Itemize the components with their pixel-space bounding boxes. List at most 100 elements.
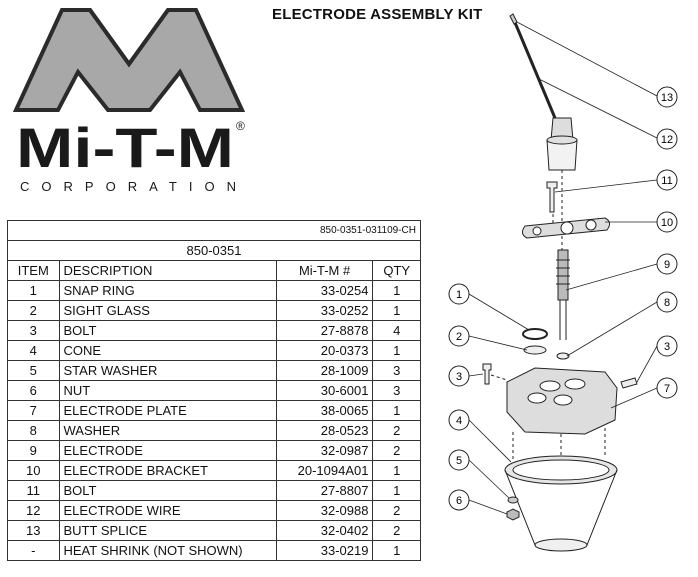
- row-part-number: 33-0219: [275, 540, 374, 561]
- nut-drawing: [506, 508, 520, 521]
- row-qty: 2: [372, 520, 421, 541]
- svg-text:4: 4: [456, 415, 462, 427]
- row-part-number: 30-6001: [275, 380, 374, 401]
- callout-4: 4: [448, 409, 470, 431]
- callout-8: 8: [656, 291, 678, 313]
- svg-text:10: 10: [661, 217, 673, 229]
- svg-text:11: 11: [661, 175, 672, 187]
- logo-tagline: CORPORATION: [20, 179, 236, 194]
- svg-text:12: 12: [661, 134, 673, 146]
- callout-10: 10: [656, 211, 678, 233]
- row-item: 8: [7, 420, 60, 441]
- row-item: 9: [7, 440, 60, 461]
- page-title: ELECTRODE ASSEMBLY KIT: [272, 6, 483, 23]
- row-qty: 1: [372, 340, 421, 361]
- row-qty: 1: [372, 460, 421, 481]
- svg-text:6: 6: [456, 495, 462, 507]
- row-qty: 1: [372, 480, 421, 501]
- washer-drawing: [556, 352, 570, 360]
- row-item: 11: [7, 480, 60, 501]
- callout-3-left: 3: [448, 365, 470, 387]
- svg-text:8: 8: [664, 297, 670, 309]
- callout-2: 2: [448, 325, 470, 347]
- row-description: BUTT SPLICE: [58, 520, 277, 541]
- row-description: NUT: [58, 380, 277, 401]
- parts-table: 850-0351-031109-CH 850-0351 ITEM DESCRIP…: [7, 220, 421, 561]
- row-qty: 2: [372, 420, 421, 441]
- svg-text:5: 5: [456, 455, 462, 467]
- row-item: 3: [7, 320, 60, 341]
- kit-number: 850-0351: [7, 240, 421, 261]
- bolt-drawing: [546, 181, 558, 213]
- row-qty: 1: [372, 300, 421, 321]
- row-part-number: 28-1009: [275, 360, 374, 381]
- row-qty: 2: [372, 500, 421, 521]
- mitm-logo: Mi-T-M ® CORPORATION: [12, 8, 246, 194]
- row-qty: 1: [372, 540, 421, 561]
- callout-7: 7: [656, 377, 678, 399]
- row-part-number: 20-0373: [275, 340, 374, 361]
- row-description: CONE: [58, 340, 277, 361]
- row-part-number: 27-8807: [275, 480, 374, 501]
- row-description: ELECTRODE WIRE: [58, 500, 277, 521]
- electrode-drawing: [557, 249, 569, 301]
- callout-1: 1: [448, 283, 470, 305]
- star-washer-drawing: [507, 496, 519, 504]
- row-item: 10: [7, 460, 60, 481]
- row-description: BOLT: [58, 320, 277, 341]
- svg-text:3: 3: [456, 371, 462, 383]
- row-item: -: [7, 540, 60, 561]
- callout-5: 5: [448, 449, 470, 471]
- row-description: HEAT SHRINK (NOT SHOWN): [58, 540, 277, 561]
- doc-code: 850-0351-031109-CH: [7, 220, 421, 241]
- row-part-number: 27-8878: [275, 320, 374, 341]
- row-part-number: 28-0523: [275, 420, 374, 441]
- row-part-number: 32-0988: [275, 500, 374, 521]
- row-part-number: 33-0252: [275, 300, 374, 321]
- row-description: BOLT: [58, 480, 277, 501]
- callout-13: 13: [656, 86, 678, 108]
- row-item: 6: [7, 380, 60, 401]
- callout-3-right: 3: [656, 335, 678, 357]
- callout-12: 12: [656, 128, 678, 150]
- row-description: ELECTRODE PLATE: [58, 400, 277, 421]
- row-part-number: 20-1094A01: [275, 460, 374, 481]
- electrode-wire-drawing: [511, 17, 557, 119]
- svg-text:2: 2: [456, 331, 462, 343]
- svg-text:13: 13: [661, 92, 673, 104]
- logo-registered: ®: [236, 119, 245, 133]
- row-description: WASHER: [58, 420, 277, 441]
- callout-6: 6: [448, 489, 470, 511]
- svg-text:3: 3: [664, 341, 670, 353]
- row-description: STAR WASHER: [58, 360, 277, 381]
- svg-text:7: 7: [664, 383, 670, 395]
- row-item: 13: [7, 520, 60, 541]
- svg-text:1: 1: [456, 289, 462, 301]
- callout-9: 9: [656, 253, 678, 275]
- row-qty: 3: [372, 360, 421, 381]
- logo-brand: Mi-T-M: [16, 116, 234, 179]
- row-part-number: 38-0065: [275, 400, 374, 421]
- row-qty: 1: [372, 280, 421, 301]
- header-description: DESCRIPTION: [58, 260, 277, 281]
- row-item: 7: [7, 400, 60, 421]
- row-description: ELECTRODE: [58, 440, 277, 461]
- electrode-assembly-diagram: 13 12 11 10 9 8 1 2 3 3 7 4 5 6: [448, 13, 678, 552]
- snap-ring-drawing: [522, 328, 548, 340]
- bolt-left-drawing: [482, 363, 492, 385]
- row-part-number: 32-0402: [275, 520, 374, 541]
